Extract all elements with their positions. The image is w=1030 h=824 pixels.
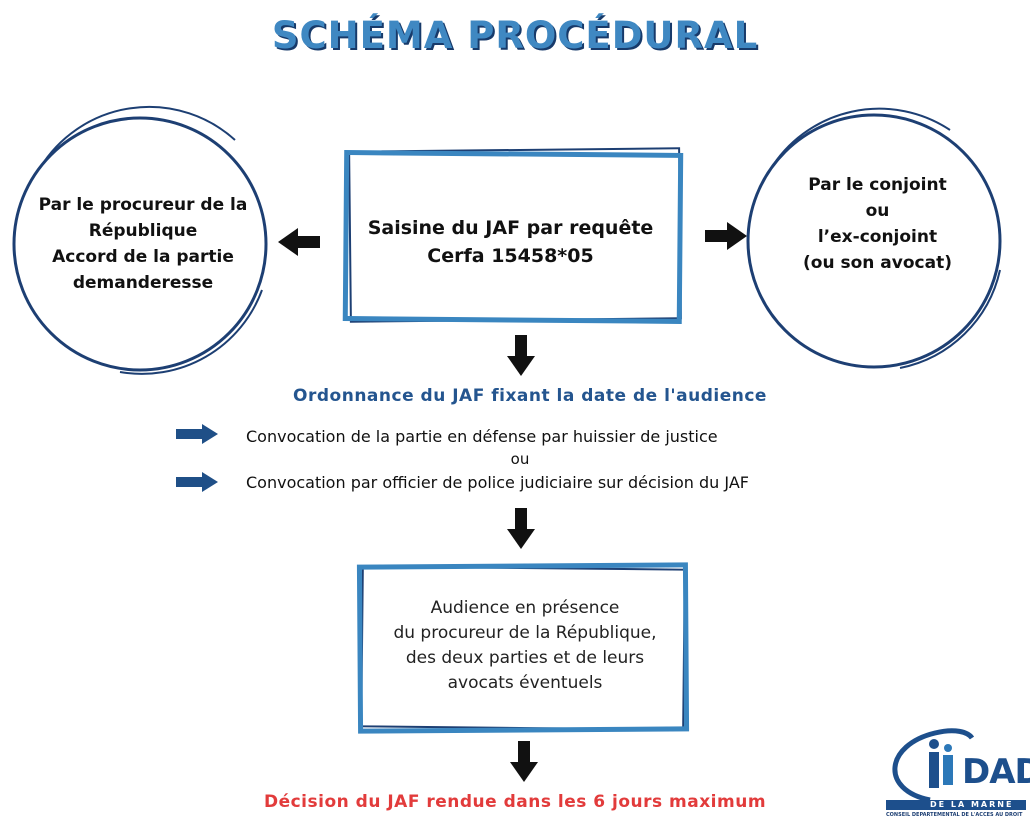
right-circle-line: ou <box>865 201 890 221</box>
center-box-line: Cerfa 15458*05 <box>427 245 594 267</box>
page-title: SCHÉMA PROCÉDURAL <box>271 14 759 57</box>
left-circle-line: Par le procureur de la <box>38 195 248 215</box>
logo-caption: CONSEIL DEPARTEMENTAL DE L'ACCES AU DROI… <box>886 812 1023 818</box>
left-circle-line: Accord de la partie <box>52 247 234 267</box>
logo-subtitle: DE LA MARNE <box>930 800 1014 809</box>
logo <box>886 728 1026 810</box>
right-circle <box>746 107 1002 369</box>
right-circle-line: l’ex-conjoint <box>817 227 938 247</box>
bullet-arrow-icon <box>176 424 218 444</box>
bullet-arrow-icon <box>176 472 218 492</box>
left-circle <box>12 105 268 375</box>
audience-line: des deux parties et de leurs <box>405 648 645 668</box>
audience-box-text: Audience en présence du procureur de la … <box>360 596 690 696</box>
arrow-down-icon <box>510 741 538 782</box>
convocation-first: Convocation de la partie en défense par … <box>246 427 718 446</box>
audience-line: Audience en présence <box>430 598 620 618</box>
arrow-down-icon <box>507 508 535 549</box>
arrow-left-icon <box>278 228 320 256</box>
left-circle-line: demanderesse <box>72 273 214 293</box>
convocation-or: ou <box>510 450 530 468</box>
left-circle-line: République <box>88 221 198 241</box>
audience-line: avocats éventuels <box>447 673 603 693</box>
center-box-text: Saisine du JAF par requête Cerfa 15458*0… <box>348 214 673 270</box>
audience-box-frame <box>356 562 690 734</box>
center-box-frame <box>342 147 684 324</box>
decision-text: Décision du JAF rendue dans les 6 jours … <box>263 792 767 812</box>
center-box-line: Saisine du JAF par requête <box>367 217 654 239</box>
arrow-down-icon <box>507 335 535 376</box>
right-circle-line: Par le conjoint <box>808 175 947 195</box>
right-circle-line: (ou son avocat) <box>803 253 952 273</box>
audience-line: du procureur de la République, <box>393 623 657 643</box>
arrow-right-icon <box>705 222 747 250</box>
left-circle-text: Par le procureur de la République Accord… <box>18 192 268 296</box>
ordonnance-heading: Ordonnance du JAF fixant la date de l'au… <box>293 386 767 406</box>
convocation-second: Convocation par officier de police judic… <box>246 473 749 492</box>
right-circle-text: Par le conjoint ou l’ex-conjoint (ou son… <box>770 172 985 276</box>
logo-letters: DAD <box>962 752 1030 792</box>
